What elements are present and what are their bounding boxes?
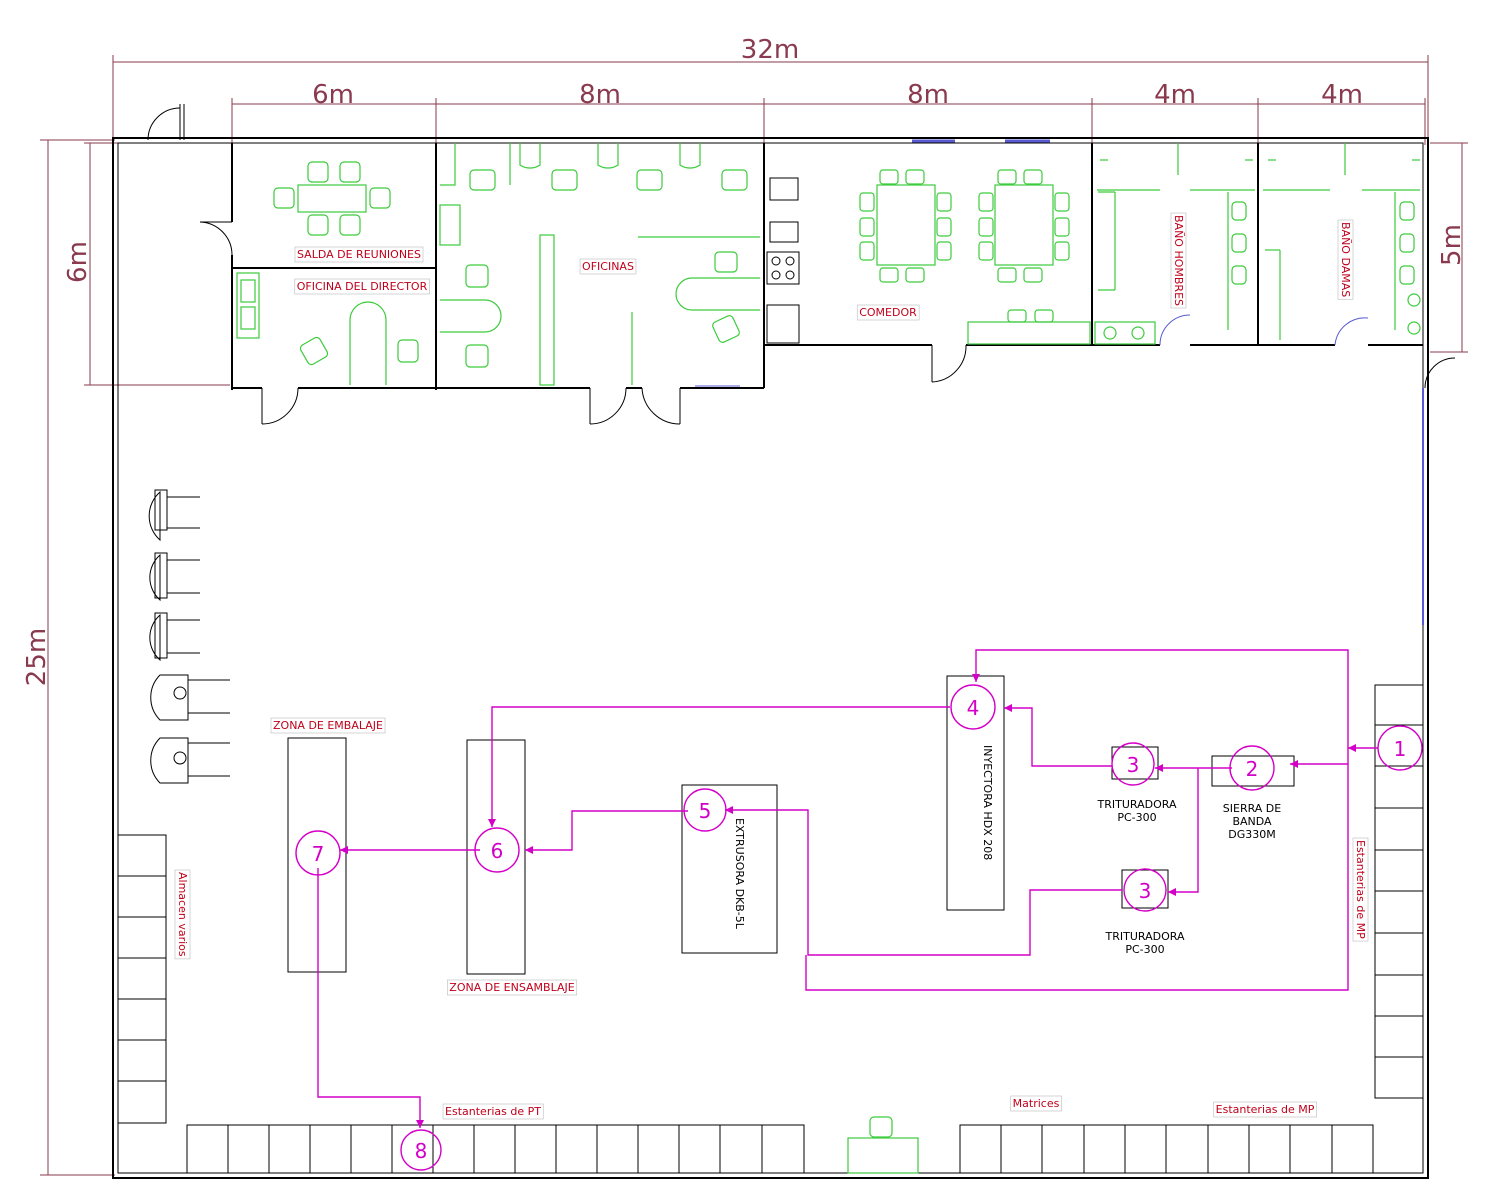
interior-walls [199, 143, 1423, 425]
room-label-bath-men: BAÑO HOMBRES [1172, 215, 1185, 306]
label-frame [579, 258, 637, 275]
zone-label-packing: ZONA DE EMBALAJE [273, 719, 383, 732]
crusher-top-line2: PC-300 [1117, 811, 1156, 824]
dining-tables [859, 139, 1156, 345]
step-label-6: 6 [491, 839, 504, 863]
room-label-bath-women: BAÑO DAMAS [1339, 222, 1352, 297]
machine-bodies [287, 675, 1295, 975]
step-marker-1 [1377, 725, 1423, 771]
shelves-left [117, 834, 167, 1124]
step-label-1: 1 [1394, 737, 1407, 761]
step-marker-6 [474, 827, 520, 873]
crusher-bottom-line2: PC-300 [1125, 943, 1164, 956]
saw-line3: DG330M [1228, 828, 1275, 841]
machine-label-extruder: EXTRUSORA DKB-5L [733, 818, 746, 930]
process-step-markers: 1 2 3 3 4 5 6 7 8 [295, 684, 1423, 1171]
step-marker-2 [1229, 745, 1275, 791]
zone-label-shelves-pt: Estanterias de PT [445, 1105, 541, 1118]
step-marker-4 [950, 684, 996, 730]
crusher-top-line1: TRITURADORA [1097, 798, 1177, 811]
dim-total-width: 32m [741, 35, 799, 65]
process-flow-lines [317, 649, 1378, 1128]
flow-arrowheads [340, 674, 1356, 1128]
label-frame [1213, 1101, 1318, 1118]
label-frame [270, 717, 386, 734]
label-frame [1352, 837, 1369, 942]
dim-segment-1: 6m [312, 80, 354, 110]
zone-label-dies: Matrices [1013, 1097, 1060, 1110]
dim-bath-depth: 5m [1437, 224, 1467, 266]
dimension-lines [40, 55, 1468, 1176]
step-label-3b: 3 [1139, 879, 1152, 903]
office-furniture [439, 143, 760, 387]
saw-line1: SIERRA DE [1223, 802, 1282, 815]
step-marker-3b [1123, 868, 1167, 912]
step-label-5: 5 [699, 799, 712, 823]
step-label-8: 8 [415, 1139, 428, 1163]
label-frame [856, 304, 920, 321]
label-frame [447, 979, 578, 996]
label-frame [174, 869, 191, 960]
shelves-right [1374, 684, 1424, 1099]
label-frame [442, 1103, 544, 1120]
dim-segment-4: 4m [1154, 80, 1196, 110]
kitchen [766, 177, 800, 344]
step-marker-3a [1111, 742, 1155, 786]
room-label-meeting: SALDA DE REUNIONES [297, 248, 421, 261]
zone-label-assembly: ZONA DE ENSAMBLAJE [449, 981, 574, 994]
step-label-3a: 3 [1127, 753, 1140, 777]
label-frame [1170, 212, 1187, 309]
step-label-2: 2 [1246, 757, 1259, 781]
step-marker-8 [400, 1129, 442, 1171]
dim-office-depth: 6m [63, 241, 93, 283]
dim-total-height: 25m [22, 628, 52, 686]
step-marker-7 [295, 830, 341, 876]
crusher-bottom-line1: TRITURADORA [1105, 930, 1185, 943]
dim-segment-3: 8m [907, 80, 949, 110]
shelves-pt [186, 1124, 805, 1174]
room-label-dining: COMEDOR [859, 306, 917, 319]
label-frame [294, 278, 430, 295]
dim-segment-2: 8m [579, 80, 621, 110]
room-label-director: OFICINA DEL DIRECTOR [297, 280, 428, 293]
label-frame [294, 246, 424, 263]
saw-line2: BANDA [1232, 815, 1272, 828]
dim-segment-5: 4m [1321, 80, 1363, 110]
label-frame [1337, 219, 1354, 300]
bath-fixtures [1231, 201, 1421, 335]
room-label-offices: OFICINAS [582, 260, 634, 273]
forklifts [148, 489, 230, 784]
step-label-7: 7 [312, 842, 325, 866]
machine-label-injector: INYECTORA HDX 208 [981, 745, 994, 860]
meeting-table [273, 161, 391, 236]
shelves-mp-bottom [959, 1124, 1374, 1174]
zone-label-shelves-mp-bottom: Estanterias de MP [1216, 1103, 1315, 1116]
guard-desk [847, 1116, 919, 1174]
label-frame [1010, 1095, 1062, 1112]
step-label-4: 4 [967, 696, 980, 720]
zone-label-shelves-mp-right: Estanterias de MP [1354, 840, 1367, 939]
outer-walls [112, 104, 1456, 1179]
director-furniture [236, 272, 419, 385]
zone-label-storage: Almacen varios [176, 872, 189, 957]
